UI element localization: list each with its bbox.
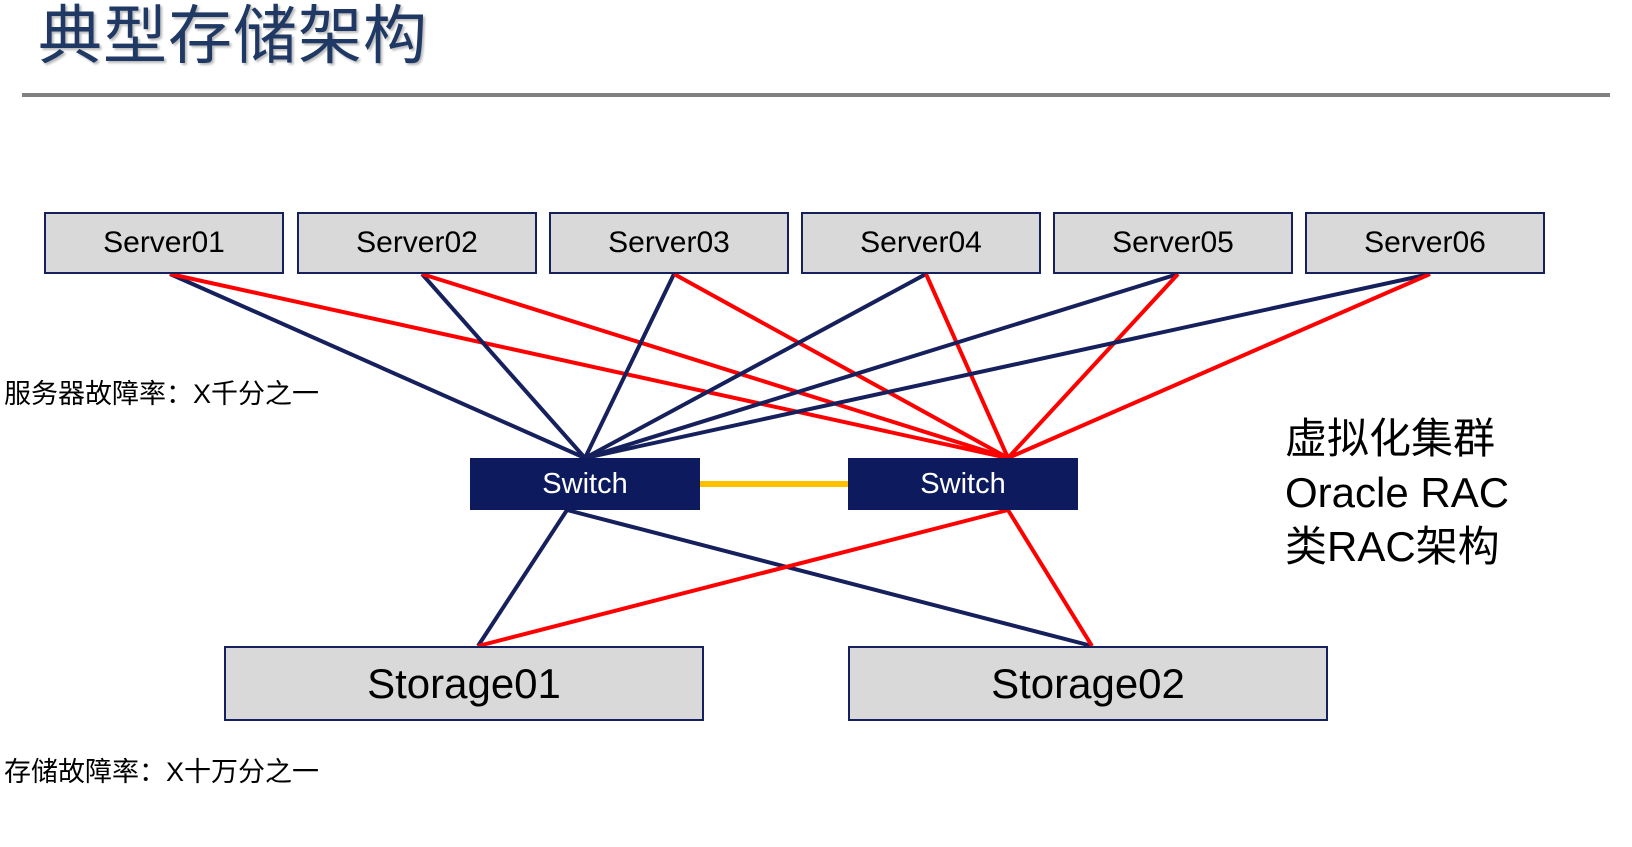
server-node-label: Server06 [1364,226,1486,259]
storage-node-label: Storage01 [367,659,561,707]
server-node-1[interactable]: Server01 [44,212,284,274]
storage-node-1[interactable]: Storage01 [224,646,704,721]
link-server6-switch2 [1007,272,1431,460]
server-node-4[interactable]: Server04 [801,212,1041,274]
storage-node-2[interactable]: Storage02 [848,646,1328,721]
server-node-2[interactable]: Server02 [297,212,537,274]
switch-node-label: Switch [920,467,1006,500]
server-failure-rate-note: 服务器故障率：X千分之一 [4,379,320,409]
link-lines [169,272,1431,648]
link-server3-switch1 [583,273,676,459]
link-server1-switch2 [169,272,1009,460]
server-node-5[interactable]: Server05 [1053,212,1293,274]
cluster-annotation-line-3: 类RAC架构 [1285,522,1500,570]
cluster-annotation-line-2: Oracle RAC [1285,468,1510,516]
link-server4-switch1 [584,272,927,460]
page-title: 典型存储架构 [38,0,428,72]
title-divider [22,93,1610,97]
link-switch1-storage1 [476,508,569,648]
link-server6-switch1 [584,272,1431,460]
link-server1-switch1 [169,272,586,460]
link-server2-switch1 [420,272,587,460]
server-node-label: Server01 [103,226,225,259]
switch-node-label: Switch [542,467,628,500]
link-server2-switch2 [421,272,1009,460]
link-server5-switch1 [584,272,1179,460]
server-node-label: Server05 [1112,226,1234,259]
link-server4-switch2 [924,273,1010,459]
cluster-annotation-line-1: 虚拟化集群 [1285,415,1496,462]
link-switch2-storage1 [477,508,1009,648]
server-node-label: Server04 [860,226,982,259]
server-node-label: Server03 [608,226,730,259]
switch-node-2[interactable]: Switch [848,458,1078,510]
link-server3-switch2 [673,272,1009,460]
storage-failure-rate-note: 存储故障率：X十万分之一 [4,757,320,787]
server-node-6[interactable]: Server06 [1305,212,1545,274]
server-node-label: Server02 [356,226,478,259]
link-server5-switch2 [1006,272,1180,460]
switch-node-1[interactable]: Switch [470,458,700,510]
link-switch2-storage2 [1006,508,1094,648]
server-node-3[interactable]: Server03 [549,212,789,274]
cluster-annotation: 虚拟化集群 Oracle RAC 类RAC架构 [1285,412,1509,573]
storage-node-label: Storage02 [991,659,1185,707]
link-switch1-storage2 [566,508,1093,648]
